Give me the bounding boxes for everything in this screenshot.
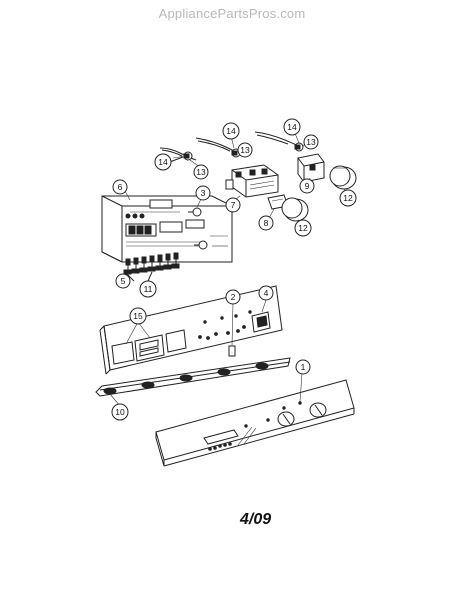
svg-text:14: 14 [226,126,236,136]
svg-text:14: 14 [287,122,297,132]
svg-text:6: 6 [118,182,123,192]
knob-upper [329,165,357,190]
wire-harness-right [254,131,304,152]
svg-text:14: 14 [158,157,168,167]
svg-text:3: 3 [201,188,206,198]
switch-block [225,164,279,198]
svg-text:7: 7 [231,200,236,210]
svg-text:13: 13 [240,145,250,155]
control-panel-backplate [99,285,283,375]
callout-9: 9 [299,178,315,194]
knob-lower [281,197,309,222]
svg-text:2: 2 [231,292,236,302]
svg-text:13: 13 [306,137,316,147]
callout-3: 3 [195,185,211,201]
callout-2: 2 [225,289,241,305]
callout-14: 14 [283,118,301,136]
watermark-text: AppliancePartsPros.com [158,6,306,21]
callout-14: 14 [154,153,172,171]
callout-7: 7 [225,197,241,213]
svg-text:13: 13 [196,167,206,177]
wire-harness-middle [195,137,241,158]
screw-part-3 [188,207,202,217]
svg-text:9: 9 [305,181,310,191]
callout-14: 14 [222,122,240,140]
svg-text:12: 12 [343,193,353,203]
front-control-panel [155,379,355,467]
callout-4: 4 [258,285,274,301]
screw-bottom [194,240,208,250]
callout-11: 11 [139,280,157,298]
svg-text:12: 12 [298,223,308,233]
button-spacers [123,252,180,282]
callout-15: 15 [129,307,147,325]
callout-6: 6 [112,179,128,195]
callout-8: 8 [258,215,274,231]
switch-part-9 [297,153,325,183]
callout-13: 13 [237,142,253,158]
callout-1: 1 [295,359,311,375]
svg-text:1: 1 [301,362,306,372]
callout-10: 10 [111,403,129,421]
footer-code: 4/09 [240,511,272,528]
svg-text:10: 10 [115,407,125,417]
svg-text:8: 8 [264,218,269,228]
trim-strip [95,357,291,397]
callout-12: 12 [294,219,312,237]
svg-text:5: 5 [121,276,126,286]
svg-text:11: 11 [144,284,153,294]
svg-text:4: 4 [264,288,269,298]
svg-text:15: 15 [133,311,143,321]
callout-13: 13 [193,164,209,180]
wire-harness-left [159,147,197,164]
control-board [101,195,233,263]
callout-5: 5 [115,273,131,289]
callout-12: 12 [339,189,357,207]
callout-13: 13 [303,134,319,150]
